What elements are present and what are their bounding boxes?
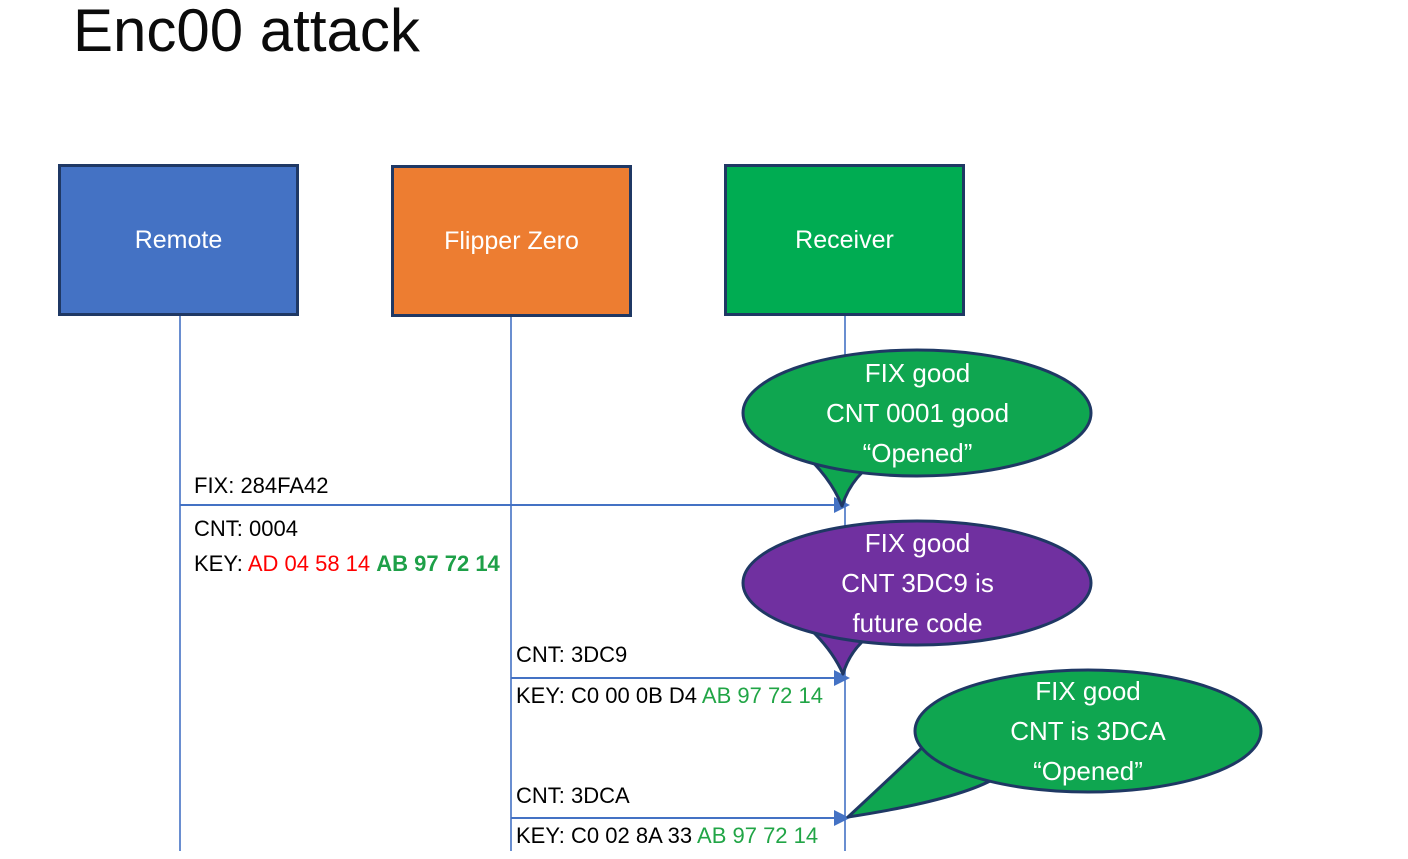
- bubble1-line3: “Opened”: [862, 438, 973, 468]
- bubble3-line1: FIX good: [1035, 676, 1141, 706]
- slide-title: Enc00 attack: [73, 0, 420, 64]
- message2-arrowhead-icon: [834, 670, 850, 686]
- bubble3-ellipse: [913, 668, 1263, 794]
- bubble1-ellipse: [741, 348, 1093, 478]
- actor-box-remote: Remote: [58, 164, 299, 316]
- message1-key-label: KEY: AD 04 58 14 AB 97 72 14: [194, 549, 500, 579]
- message3-key-green-bytes: AB 97 72 14: [697, 823, 819, 848]
- bubble2-ellipse: [741, 519, 1093, 647]
- actor-remote-label: Remote: [134, 225, 223, 254]
- actor-box-flipper-zero: Flipper Zero: [391, 165, 632, 317]
- bubble2-line3: future code: [852, 608, 983, 638]
- message1-key-green-bytes: AB 97 72 14: [376, 551, 500, 576]
- message1-cnt-text: CNT: 0004: [194, 516, 298, 541]
- bubble1-text: FIX good CNT 0001 good “Opened”: [745, 353, 1090, 473]
- bubble2-line2: CNT 3DC9 is: [841, 568, 994, 598]
- message1-fix-label: FIX: 284FA42: [194, 471, 329, 501]
- message3-cnt-text: CNT: 3DCA: [516, 783, 630, 808]
- bubble1-line2: CNT 0001 good: [825, 398, 1010, 428]
- message1-key-red-bytes: AD 04 58 14: [247, 551, 377, 576]
- message3-key-label: KEY: C0 02 8A 33 AB 97 72 14: [516, 821, 818, 851]
- message2-key-prefix: KEY: C0 00 0B D4: [516, 683, 702, 708]
- message3-cnt-label: CNT: 3DCA: [516, 781, 630, 811]
- bubble1-line1: FIX good: [864, 358, 971, 388]
- bubble3-text: FIX good CNT is 3DCA “Opened”: [915, 671, 1261, 791]
- message1-fix-text: FIX: 284FA42: [194, 473, 329, 498]
- actor-receiver-label: Receiver: [795, 225, 894, 254]
- message1-key-prefix: KEY:: [194, 551, 248, 576]
- bubble2-text: FIX good CNT 3DC9 is future code: [745, 523, 1090, 643]
- actor-box-receiver: Receiver: [724, 164, 965, 316]
- message2-cnt-text: CNT: 3DC9: [516, 642, 628, 667]
- message1-cnt-label: CNT: 0004: [194, 514, 298, 544]
- message2-key-label: KEY: C0 00 0B D4 AB 97 72 14: [516, 681, 823, 711]
- message3-arrowhead-icon: [834, 810, 850, 826]
- bubble2-line1: FIX good: [864, 528, 971, 558]
- message2-key-green-bytes: AB 97 72 14: [701, 683, 824, 708]
- bubble3-line2: CNT is 3DCA: [1010, 716, 1166, 746]
- bubble3-line3: “Opened”: [1033, 756, 1143, 786]
- message3-key-prefix: KEY: C0 02 8A 33: [516, 823, 698, 848]
- actor-flipper-zero-label: Flipper Zero: [444, 226, 579, 255]
- message2-cnt-label: CNT: 3DC9: [516, 640, 627, 670]
